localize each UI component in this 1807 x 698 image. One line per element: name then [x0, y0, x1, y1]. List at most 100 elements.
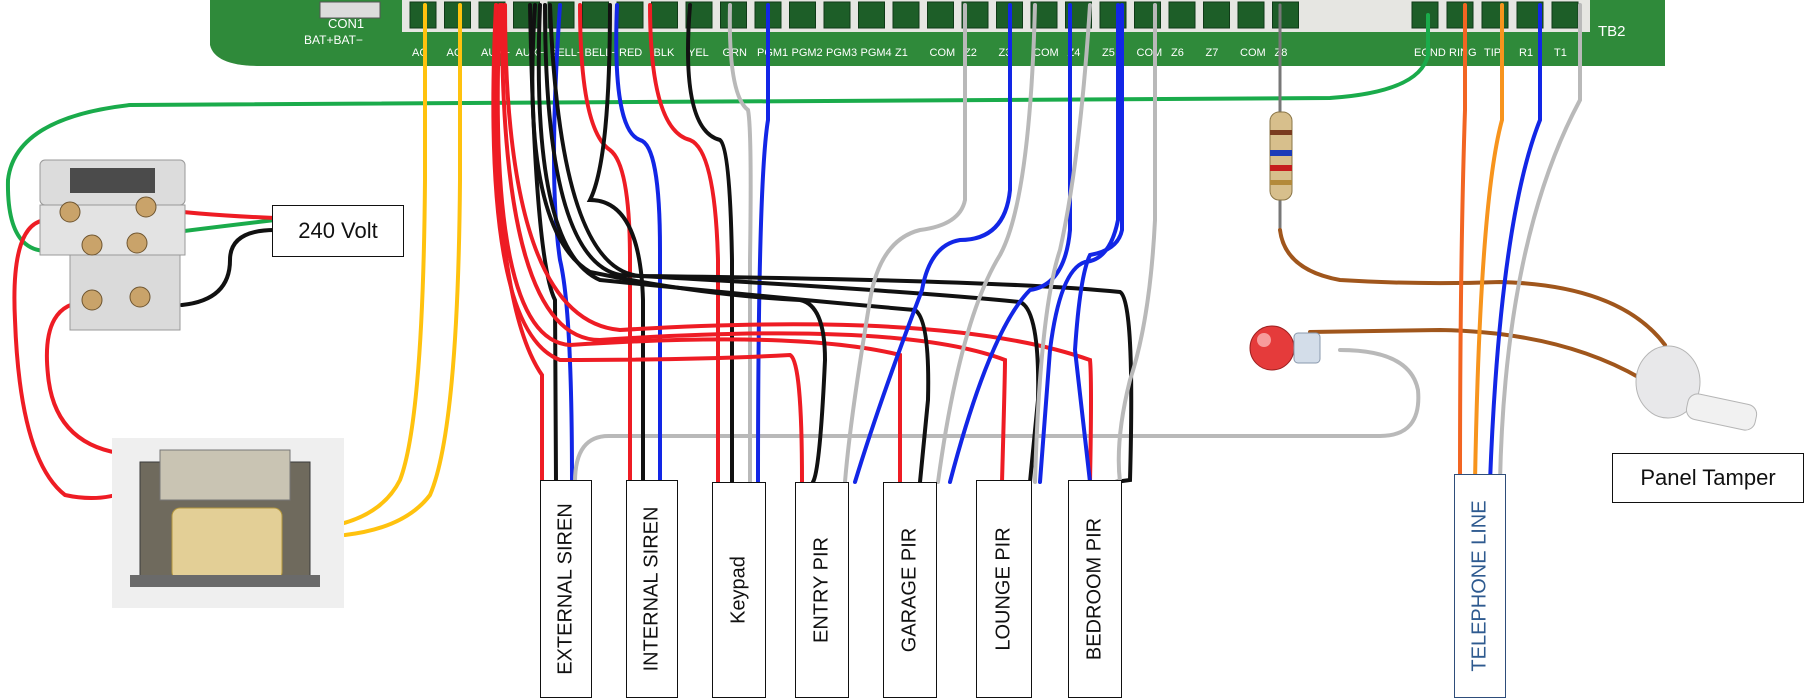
terminal-label: TIP	[1484, 47, 1501, 59]
terminal-label: RING	[1449, 47, 1477, 59]
keypad-text: Keypad	[727, 556, 750, 624]
aux-black-loop-2	[536, 3, 931, 484]
entry-pir-white-wire	[843, 3, 967, 484]
ac-wire-1	[318, 3, 427, 530]
terminal-label: PGM1	[757, 47, 788, 59]
siren-red-wire-b	[578, 3, 632, 484]
lounge-pir-text: LOUNGE PIR	[992, 527, 1015, 651]
lounge-pir-white-wire	[1033, 3, 1092, 484]
aux-red-loop-3	[499, 3, 1008, 484]
keypad-red-wire	[648, 3, 720, 484]
phone-amber-wire	[1473, 3, 1504, 484]
aux-red-loop-1	[491, 3, 804, 484]
transformer	[112, 438, 344, 608]
tamper-brown-wire-1	[1278, 228, 1667, 347]
bedroom-pir-white-wire	[1116, 3, 1157, 484]
terminal-screw	[720, 1, 747, 29]
terminal-screw	[1551, 1, 1579, 29]
telephone-line-label: TELEPHONE LINE	[1454, 474, 1506, 698]
transformer-red-wire	[45, 299, 137, 457]
terminal-screw	[1203, 1, 1230, 29]
mains-live-loop-wire	[12, 218, 147, 501]
terminal-label: Z1	[895, 47, 908, 59]
aux-red-loop-2	[495, 3, 903, 484]
keypad-white-wire	[727, 3, 753, 484]
terminal-label: COM	[1137, 47, 1163, 59]
tamper-switch	[1635, 345, 1758, 431]
garage-pir-text: GARAGE PIR	[898, 527, 921, 653]
garage-pir-white-wire	[936, 3, 1037, 484]
aux-red-loop-4	[503, 3, 1093, 484]
wires	[5, 3, 1667, 537]
siren-black-wire-b	[586, 3, 645, 484]
garage-pir-blue-wire	[948, 3, 1072, 484]
siren-blue-wire-b	[614, 3, 662, 484]
internal-siren-text: INTERNAL SIREN	[640, 506, 663, 672]
battery-label: BAT+BAT−	[304, 33, 363, 47]
terminal-label: PGM2	[792, 47, 823, 59]
led-indicator	[1249, 325, 1321, 371]
tamper-brown-wire-2	[1308, 327, 1642, 380]
entry-pir-label: ENTRY PIR	[795, 482, 849, 698]
terminal-screw	[892, 1, 920, 29]
phone-blue-wire	[1488, 3, 1542, 484]
panel-tamper-label: Panel Tamper	[1612, 453, 1804, 503]
external-siren-label: EXTERNAL SIREN	[540, 480, 592, 698]
terminal-label: BLK	[654, 47, 675, 59]
terminal-label: Z5	[1102, 47, 1115, 59]
terminal-label: RED	[619, 47, 642, 59]
aux-black-loop-1	[530, 3, 828, 484]
terminal-label: R1	[1519, 47, 1533, 59]
terminal-label: Z7	[1206, 47, 1219, 59]
ac-wire-2	[343, 3, 462, 537]
aux-black-loop-3	[543, 3, 1041, 484]
external-siren-text: EXTERNAL SIREN	[554, 503, 577, 675]
bedroom-pir-blue-wire	[1072, 3, 1124, 484]
telephone-line-text: TELEPHONE LINE	[1468, 500, 1491, 672]
terminal-screw	[789, 1, 816, 29]
terminal-label: COM	[1033, 47, 1059, 59]
siren-blue-wire-a	[552, 3, 574, 484]
resistor	[1269, 111, 1293, 201]
terminal-screw	[1272, 1, 1299, 29]
terminal-label: Z2	[964, 47, 977, 59]
terminal-label: PGM3	[826, 47, 857, 59]
terminal-screw	[1237, 1, 1265, 29]
terminal-screw	[1411, 1, 1439, 29]
lounge-pir-blue-wire	[1038, 3, 1120, 484]
terminal-screw	[1168, 1, 1196, 29]
keypad-black-wire	[686, 3, 734, 484]
mains-neutral-wire	[180, 228, 277, 307]
terminal-screw	[823, 1, 851, 29]
terminal-screw	[651, 1, 678, 29]
terminal-screw	[616, 1, 644, 29]
phone-orange-wire	[1458, 3, 1467, 484]
terminal-label: COM	[930, 47, 956, 59]
keypad-blue-wire	[756, 3, 770, 484]
aux-black-loop-4	[548, 3, 1134, 484]
keypad-label: Keypad	[712, 482, 766, 698]
entry-pir-text: ENTRY PIR	[810, 537, 833, 643]
internal-siren-label: INTERNAL SIREN	[626, 480, 678, 698]
terminal-label: T1	[1554, 47, 1567, 59]
garage-pir-label: GARAGE PIR	[883, 482, 937, 698]
terminal-screw	[1446, 1, 1474, 29]
terminal-screw	[582, 1, 609, 29]
phone-white-wire	[1498, 3, 1582, 484]
lounge-pir-label: LOUNGE PIR	[976, 480, 1032, 698]
siren-white-wire-a	[573, 348, 1421, 484]
bedroom-pir-label: BEDROOM PIR	[1068, 480, 1122, 698]
terminal-screw	[858, 1, 885, 29]
terminal-screw	[927, 1, 954, 29]
terminal-screw	[1481, 1, 1509, 29]
mains-240v-label: 240 Volt	[272, 205, 404, 257]
terminal-label: COM	[1240, 47, 1266, 59]
entry-pir-blue-wire	[853, 3, 1012, 484]
terminal-label: YEL	[688, 47, 709, 59]
bedroom-pir-text: BEDROOM PIR	[1083, 517, 1106, 661]
mains-connector-block	[39, 159, 186, 331]
terminal-label: GRN	[723, 47, 748, 59]
terminal-label: BELL−	[585, 47, 618, 59]
